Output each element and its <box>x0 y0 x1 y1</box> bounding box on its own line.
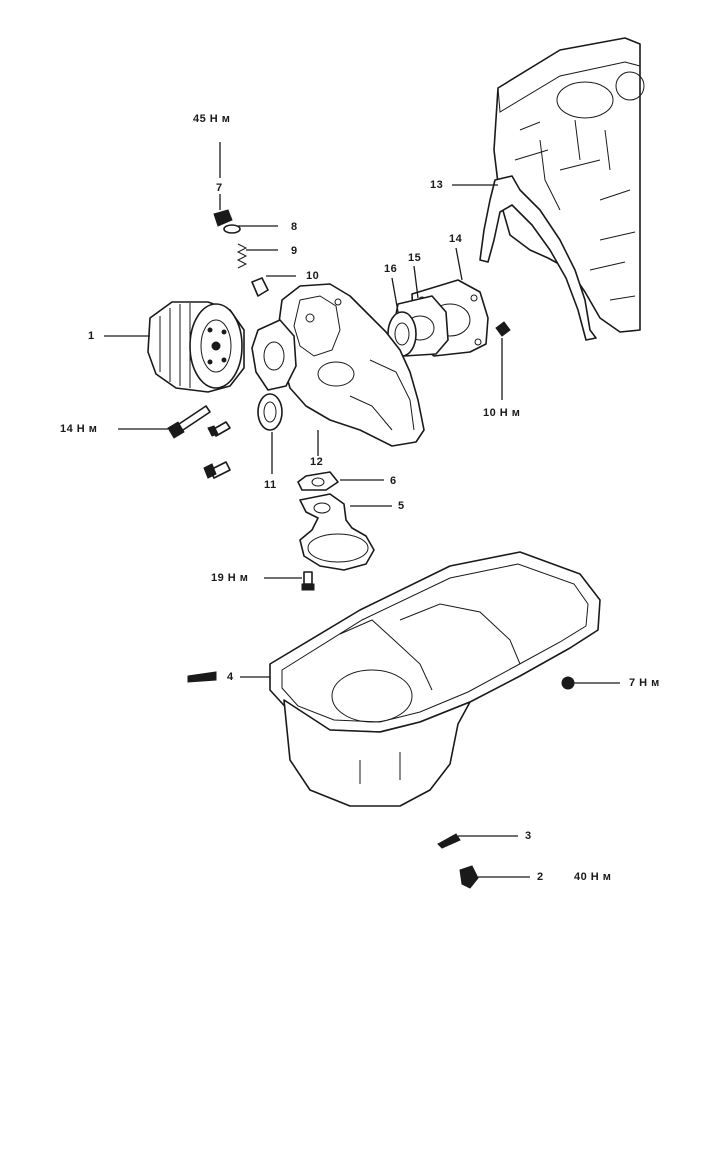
torque-label-40: 40 Н м <box>574 871 612 883</box>
part-6-gasket <box>297 471 339 491</box>
engine-block <box>493 37 645 333</box>
part-12-pump-body <box>277 283 425 447</box>
part-9-spring <box>236 243 248 269</box>
part-label-13: 13 <box>430 179 444 191</box>
bolt-10nm <box>495 321 511 337</box>
bolt-19nm <box>301 571 315 591</box>
bolt-7nm <box>561 676 575 690</box>
part-8-washer <box>223 224 241 234</box>
torque-label-10: 10 Н м <box>483 407 521 419</box>
leader-lines <box>104 142 620 878</box>
part-2-drain-plug <box>459 865 479 889</box>
part-label-6: 6 <box>390 475 397 487</box>
part-10-plunger <box>251 277 269 297</box>
part-label-11: 11 <box>264 479 277 491</box>
part-label-4: 4 <box>227 671 234 683</box>
part-label-14: 14 <box>449 233 463 245</box>
part-13-gasket <box>479 175 597 341</box>
part-label-16: 16 <box>384 263 398 275</box>
part-label-9: 9 <box>291 245 298 257</box>
part-label-15: 15 <box>408 252 422 264</box>
part-label-12: 12 <box>310 456 324 468</box>
part-label-8: 8 <box>291 221 298 233</box>
part-11-seal <box>257 393 283 431</box>
bolts-front <box>167 405 231 479</box>
part-4-oil-pan <box>269 551 601 807</box>
torque-label-45: 45 Н м <box>193 113 231 125</box>
part-label-1: 1 <box>88 330 95 342</box>
part-1-oil-filter <box>147 301 245 393</box>
part-label-3: 3 <box>525 830 532 842</box>
part-label-10: 10 <box>306 270 320 282</box>
pan-stud <box>187 671 217 683</box>
part-label-2: 2 <box>537 871 544 883</box>
part-5-strainer <box>299 493 375 571</box>
part-label-5: 5 <box>398 500 405 512</box>
part-3-washer <box>437 833 461 849</box>
torque-label-14: 14 Н м <box>60 423 98 435</box>
part-label-7-top: 7 <box>216 182 223 194</box>
torque-label-7: 7 Н м <box>629 677 660 689</box>
pump-inner-gear <box>251 319 297 391</box>
part-7-plug <box>213 209 233 227</box>
torque-label-19: 19 Н м <box>211 572 249 584</box>
